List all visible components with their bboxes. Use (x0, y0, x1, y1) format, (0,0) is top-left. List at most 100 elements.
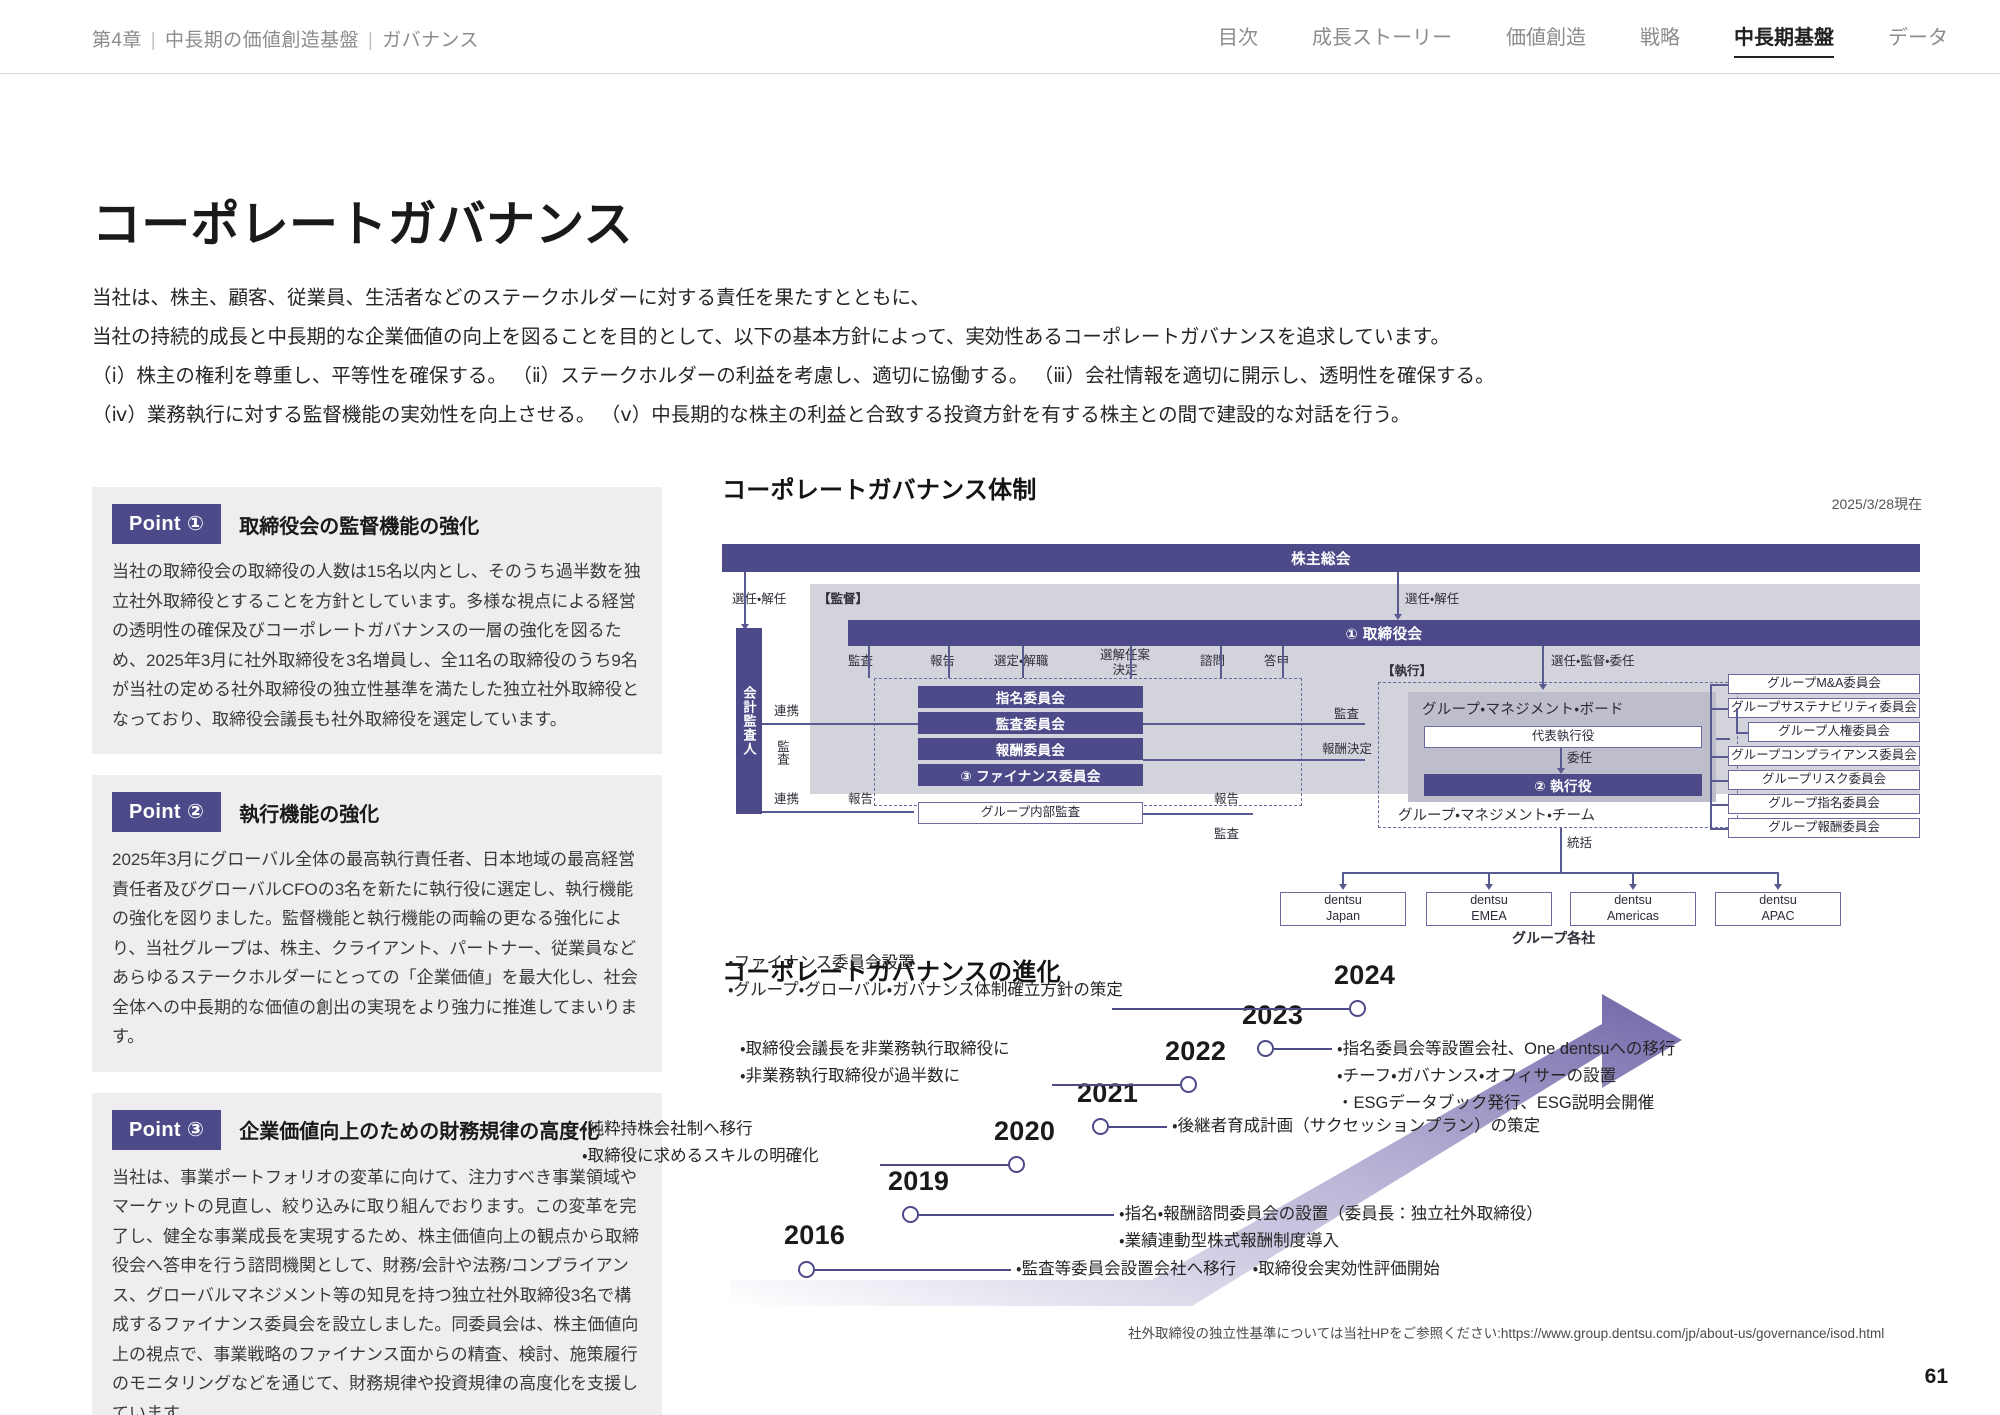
group-company-apac-line2: APAC (1761, 909, 1795, 923)
breadcrumb-separator: | (367, 30, 374, 51)
intro-paragraph: 当社は、株主、顧客、従業員、生活者などのステークホルダーに対する責任を果たすとと… (92, 279, 1592, 435)
label-appoint-dismiss-right: 選任・解任 (1405, 592, 1460, 606)
representative-officer-box: 代表執行役 (1424, 726, 1702, 748)
line-cooperate-1 (762, 723, 918, 725)
label-consult: 諮問 (1200, 654, 1226, 668)
structure-section-title: コーポレートガバナンス体制 (722, 477, 1037, 504)
group-company-emea-line2: EMEA (1471, 909, 1507, 923)
shareholders-meeting-bar: 株主総会 (722, 544, 1920, 572)
timeline-year-2022: 2022 (1165, 1036, 1227, 1066)
nav-item-value-creation[interactable]: 価値創造 (1506, 27, 1586, 49)
timeline-text-2024-2: ・グループ・グローバル・ガバナンス体制確立方針の策定 (728, 981, 1123, 999)
line-report-1 (948, 646, 950, 678)
label-audit-3: 監査 (1214, 827, 1240, 841)
breadcrumb-separator: | (150, 30, 157, 51)
timeline-text-2020-1: ・純粋持株会社制へ移行 (582, 1120, 753, 1138)
group-committee-risk: グループリスク委員会 (1728, 770, 1920, 790)
arrow-shareholders-to-board (1394, 614, 1402, 620)
timeline-dot-2016 (798, 1261, 815, 1278)
page-title: コーポレートガバナンス (92, 198, 633, 252)
nav-item-strategy[interactable]: 戦略 (1640, 27, 1680, 49)
board-of-directors-bar: ① 取締役会 (848, 620, 1920, 646)
line-shareholders-to-auditor (744, 572, 746, 626)
timeline-dot-2022 (1180, 1076, 1197, 1093)
arrow-americas (1629, 884, 1637, 890)
structure-as-of-date: 2025/3/28現在 (1831, 496, 1922, 512)
group-company-japan-line2: Japan (1325, 909, 1361, 923)
governance-structure-section: コーポレートガバナンス体制 2025/3/28現在 株主総会 選任・解任 【監督… (722, 470, 1922, 946)
line-gc-7 (1710, 828, 1728, 830)
point-title-3: 企業価値向上のための財務規律の高度化 (239, 1121, 600, 1143)
line-oversee-vertical (1560, 828, 1562, 872)
committee-bar-finance: ③ ファイナンス委員会 (918, 764, 1143, 786)
nav-item-data[interactable]: データ (1888, 27, 1948, 49)
group-companies-label: グループ各社 (1512, 930, 1596, 946)
line-internal-audit-right (1143, 813, 1253, 815)
group-company-americas-line1: dentsu (1614, 893, 1652, 908)
nav-item-toc[interactable]: 目次 (1218, 27, 1258, 49)
timeline-dot-2019 (902, 1206, 919, 1223)
line-gc-3 (1736, 732, 1748, 734)
label-remuneration-decision: 報酬決定 (1322, 742, 1373, 756)
timeline-year-2016: 2016 (784, 1220, 846, 1250)
point-card-2: Point ② 執行機能の強化 2025年3月にグローバル全体の最高執行責任者、… (92, 775, 662, 1072)
label-cooperate-1: 連携 (774, 704, 800, 718)
line-exec-to-groupcommittees (1716, 738, 1730, 740)
arrow-shareholders-to-auditor (741, 624, 749, 630)
point-badge-1: Point ① (112, 504, 222, 544)
group-company-apac-line1: dentsu (1759, 893, 1797, 908)
timeline-text-2024-1: ・ファイナンス委員会設置 (728, 954, 915, 972)
point-badge-2: Point ② (112, 792, 222, 832)
evolution-timeline: 2016 ・監査等委員会設置会社へ移行 ・取締役会実効性評価開始 2019 ・指… (582, 954, 1942, 1318)
line-gc-3-branch (1736, 708, 1738, 732)
group-committee-compliance: グループコンプライアンス委員会 (1728, 746, 1920, 766)
label-entrust: 委任 (1567, 751, 1593, 765)
timeline-line-2023 (1274, 1048, 1332, 1050)
label-audit-vertical: 監査 (775, 740, 789, 765)
point-body-1: 当社の取締役会の取締役の人数は15名以内とし、そのうち過半数を独立社外取締役とす… (112, 562, 641, 729)
nav-item-midlong-foundation[interactable]: 中長期基盤 (1734, 21, 1834, 58)
timeline-year-2021: 2021 (1077, 1078, 1139, 1108)
group-committee-human-rights: グループ人権委員会 (1748, 722, 1920, 742)
point-title-2: 執行機能の強化 (239, 803, 380, 826)
group-committee-compensation: グループ報酬委員会 (1728, 818, 1920, 838)
timeline-text-2023-1: ・指名委員会等設置会社、One dentsuへの移行 (1337, 1040, 1676, 1058)
label-oversee: 統括 (1567, 836, 1593, 850)
line-remuneration (1143, 759, 1365, 761)
timeline-year-2023: 2023 (1242, 1000, 1304, 1030)
group-committee-nomination: グループ指名委員会 (1728, 794, 1920, 814)
arrow-apac (1774, 884, 1782, 890)
arrow-board-to-execution (1539, 684, 1547, 690)
timeline-year-2019: 2019 (888, 1166, 950, 1196)
point-card-3: Point ③ 企業価値向上のための財務規律の高度化 当社は、事業ポートフォリオ… (92, 1092, 662, 1415)
timeline-dot-2020 (1008, 1156, 1025, 1173)
line-cooperate-2 (762, 811, 914, 813)
breadcrumb-subsection: ガバナンス (382, 30, 479, 51)
label-execution: 【執行】 (1382, 664, 1433, 678)
timeline-text-2019-1: ・指名・報酬諮問委員会の設置（委員長：独立社外取締役） (1119, 1205, 1543, 1223)
committee-bar-audit: 監査委員会 (918, 712, 1143, 734)
line-shareholders-to-board (1397, 572, 1399, 616)
line-branch-japan (1342, 872, 1344, 886)
group-company-emea: dentsu EMEA (1426, 892, 1552, 926)
group-company-americas: dentsu Americas (1570, 892, 1696, 926)
label-report-1: 報告 (930, 654, 956, 668)
line-audit-1 (868, 646, 870, 678)
timeline-text-2023-3: ・ESGデータブック発行、ESG説明会開催 (1337, 1094, 1655, 1112)
intro-line-1: 当社は、株主、顧客、従業員、生活者などのステークホルダーに対する責任を果たすとと… (92, 287, 930, 309)
timeline-dot-2021 (1092, 1118, 1109, 1135)
nav-item-growth-story[interactable]: 成長ストーリー (1312, 27, 1452, 49)
line-board-to-execution (1542, 646, 1544, 686)
point-header-1: Point ① 取締役会の監督機能の強化 (112, 504, 642, 544)
timeline-text-2020-2: ・取締役に求めるスキルの明確化 (582, 1147, 819, 1165)
timeline-line-2020 (880, 1164, 1010, 1166)
page-header: 第4章|中長期の価値創造基盤|ガバナンス 目次 成長ストーリー 価値創造 戦略 … (0, 0, 2000, 74)
label-report-2: 報告 (848, 792, 874, 806)
line-entrust (1560, 748, 1562, 770)
timeline-line-2019 (919, 1214, 1114, 1216)
governance-diagram: 株主総会 選任・解任 【監督】 選任・解任 会計監査人 ① 取締役会 選任・監督… (722, 544, 1920, 946)
committee-bar-nomination: 指名委員会 (918, 686, 1143, 708)
arrow-entrust (1557, 768, 1565, 774)
label-supervision: 【監督】 (818, 592, 869, 606)
group-committee-sustainability: グループサステナビリティ委員会 (1728, 698, 1920, 718)
